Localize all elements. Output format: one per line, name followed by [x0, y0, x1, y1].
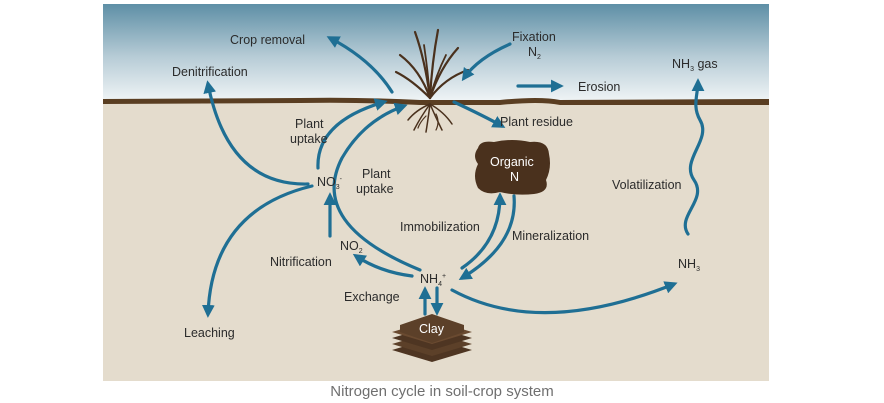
arrow-denitrification	[203, 80, 310, 186]
label-crop-removal: Crop removal	[230, 33, 305, 47]
label-nh3-gas: NH3 gas	[672, 57, 718, 73]
arrow-nh4-to-nh3	[450, 281, 678, 315]
plant-icon	[394, 28, 470, 133]
arrow-volatilization	[683, 78, 705, 236]
organic-n-blob	[475, 140, 550, 195]
label-clay: Clay	[419, 322, 445, 336]
arrow-plant-residue	[452, 100, 506, 128]
label-mineralization: Mineralization	[512, 229, 589, 243]
label-no3: NO3-	[317, 175, 343, 191]
arrow-nitrification	[352, 253, 414, 278]
arrow-immobilization	[460, 192, 507, 270]
label-plant-uptake-outer: Plant uptake	[290, 117, 328, 146]
label-erosion: Erosion	[578, 80, 620, 94]
label-immobilization: Immobilization	[400, 220, 480, 234]
label-plant-residue: Plant residue	[500, 115, 573, 129]
label-denitrification: Denitrification	[172, 65, 248, 79]
label-organic-n: Organic N	[490, 155, 537, 184]
label-fixation: Fixation	[512, 30, 556, 44]
figure-caption: Nitrogen cycle in soil-crop system	[330, 383, 553, 400]
arrow-fixation	[461, 42, 512, 82]
label-nh4: NH4+	[420, 272, 446, 288]
sky-background	[103, 4, 769, 100]
label-volatilization: Volatilization	[612, 178, 682, 192]
label-plant-uptake-inner: Plant uptake	[356, 167, 394, 196]
arrow-leaching	[201, 184, 314, 318]
arrow-plant-uptake-inner	[332, 102, 422, 272]
label-no2: NO2	[340, 239, 363, 255]
label-nh3: NH3	[678, 257, 700, 273]
ground-surface	[103, 97, 769, 105]
label-leaching: Leaching	[184, 326, 235, 340]
arrow-crop-removal	[326, 36, 394, 94]
arrow-mineralization	[458, 194, 516, 280]
label-n2: N2	[528, 45, 541, 61]
label-nitrification: Nitrification	[270, 255, 332, 269]
label-exchange: Exchange	[344, 290, 400, 304]
clay-stack-icon	[392, 314, 472, 362]
arrow-plant-uptake-outer	[316, 98, 388, 170]
